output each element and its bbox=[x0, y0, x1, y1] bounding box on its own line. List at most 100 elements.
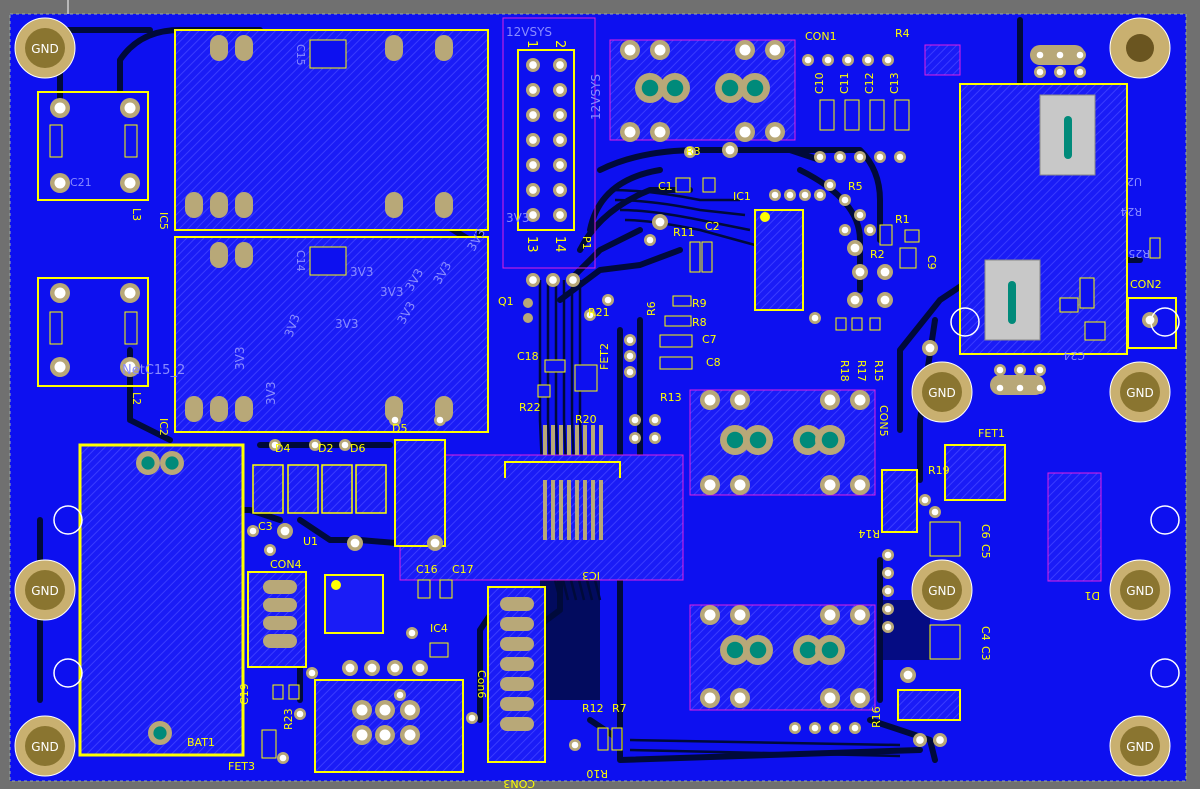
designator-r25: R25 bbox=[1128, 247, 1150, 260]
designator-r15: R15 bbox=[872, 360, 885, 382]
designator-r13: R13 bbox=[660, 391, 682, 404]
mounting-hole-gnd: GND bbox=[14, 17, 76, 79]
p1-pin-1: 1 bbox=[524, 40, 539, 48]
gnd-label: GND bbox=[1126, 740, 1154, 754]
designator-c16: C16 bbox=[416, 563, 438, 576]
designator-ic4: IC4 bbox=[430, 622, 448, 635]
designator-ic5: IC5 bbox=[157, 212, 170, 230]
r16-body bbox=[897, 689, 961, 721]
designator-c17: C17 bbox=[452, 563, 474, 576]
designator-c4: C4 bbox=[979, 626, 992, 641]
designator-c12: C12 bbox=[863, 72, 876, 94]
designator-r4: R4 bbox=[895, 27, 910, 40]
through-hole-pad bbox=[523, 313, 533, 323]
designator-ic1: IC1 bbox=[733, 190, 751, 203]
designator-fet1: FET1 bbox=[978, 427, 1005, 440]
smd-pads bbox=[49, 99, 1161, 759]
designator-p1: P1 bbox=[580, 236, 593, 250]
mounting-hole-gnd: GND bbox=[14, 715, 76, 777]
designator-r8: R8 bbox=[692, 316, 707, 329]
designator-r11: R11 bbox=[673, 226, 695, 239]
r14-body bbox=[881, 469, 918, 533]
designator-c2: C2 bbox=[705, 220, 720, 233]
designator-c21: C21 bbox=[70, 176, 92, 189]
r4-body bbox=[924, 44, 961, 76]
designator-c14: C14 bbox=[294, 250, 307, 272]
component-bodies bbox=[37, 17, 1177, 773]
net-c15: NetC15_2 bbox=[122, 363, 185, 378]
designator-r10: R10 bbox=[586, 767, 608, 780]
l3-body bbox=[37, 91, 149, 201]
designator-u2: U2 bbox=[1127, 175, 1142, 188]
designator-c13: C13 bbox=[888, 72, 901, 94]
designator-fet3: FET3 bbox=[228, 760, 255, 773]
p1-body bbox=[502, 17, 596, 269]
designator-r14: R14 bbox=[858, 527, 880, 540]
net-3v3-k: 3V3 bbox=[506, 211, 529, 225]
designator-r7: R7 bbox=[612, 702, 627, 715]
mounting-hole-gnd: GND bbox=[1109, 715, 1171, 777]
designator-c3b: C3 bbox=[258, 520, 273, 533]
round-pads bbox=[50, 40, 1158, 764]
designator-c8: C8 bbox=[706, 356, 721, 369]
designator-ic3: IC3 bbox=[582, 569, 600, 582]
designator-bat1: BAT1 bbox=[187, 736, 215, 749]
designator-r22: R22 bbox=[519, 401, 541, 414]
edge-cutouts bbox=[53, 307, 1180, 688]
p1-pin-13: 13 bbox=[524, 236, 539, 253]
mounting-hole-gnd: GND bbox=[911, 559, 973, 621]
con3-body bbox=[487, 586, 546, 763]
designator-con5: CON5 bbox=[877, 405, 890, 437]
gnd-label: GND bbox=[31, 584, 59, 598]
designator-l3: L3 bbox=[130, 208, 143, 221]
designator-d4: D4 bbox=[275, 442, 290, 455]
gnd-label: GND bbox=[928, 386, 956, 400]
designator-q1: Q1 bbox=[498, 295, 514, 308]
designator-con4: CON4 bbox=[270, 558, 302, 571]
l2-body bbox=[37, 277, 149, 387]
designator-r3: R3 bbox=[686, 145, 701, 158]
designator-r6: R6 bbox=[645, 301, 658, 316]
mounting-hole-gnd: GND bbox=[14, 559, 76, 621]
u2-slots bbox=[1008, 116, 1072, 324]
designator-r18: R18 bbox=[838, 360, 851, 382]
con2-body bbox=[1127, 297, 1177, 349]
designator-fet2: FET2 bbox=[598, 343, 611, 370]
designator-r16: R16 bbox=[870, 706, 883, 728]
designator-c7: C7 bbox=[702, 333, 717, 346]
gnd-label: GND bbox=[31, 42, 59, 56]
net-3v3-f: 3V3 bbox=[335, 317, 358, 331]
designator-r20: R20 bbox=[575, 413, 597, 426]
ic3-body bbox=[399, 454, 684, 581]
bat1-body bbox=[78, 443, 245, 757]
net-12vsys-side: 12VSYS bbox=[589, 74, 603, 120]
designator-con1: CON1 bbox=[805, 30, 837, 43]
designator-r23: R23 bbox=[282, 708, 295, 730]
designator-c1: C1 bbox=[658, 180, 673, 193]
p1-pin-14: 14 bbox=[552, 236, 567, 253]
designator-l2: L2 bbox=[130, 392, 143, 405]
gnd-label: GND bbox=[1126, 386, 1154, 400]
designator-c5: C5 bbox=[979, 544, 992, 559]
designator-d5: D5 bbox=[392, 422, 407, 435]
net-3v3-i: 3V3 bbox=[264, 382, 278, 405]
header-pin-numbers: 1 2 13 14 bbox=[524, 40, 567, 253]
p1-outline bbox=[517, 49, 575, 231]
designator-c3: C3 bbox=[979, 646, 992, 661]
mounting-hole-gnd: GND bbox=[911, 361, 973, 423]
designator-r19: R19 bbox=[928, 464, 950, 477]
designator-c6: C6 bbox=[979, 524, 992, 539]
gnd-label: GND bbox=[928, 584, 956, 598]
designator-r17: R17 bbox=[855, 360, 868, 382]
through-hole-pad bbox=[523, 298, 533, 308]
diode-array bbox=[252, 464, 387, 514]
designator-con6: Con6 bbox=[475, 670, 488, 698]
pin1-marker bbox=[760, 212, 770, 222]
designator-r1: R1 bbox=[895, 213, 910, 226]
designator-r12: R12 bbox=[582, 702, 604, 715]
designator-c9: C9 bbox=[925, 255, 938, 270]
d5-body bbox=[394, 439, 446, 547]
ic1-body bbox=[754, 209, 804, 311]
